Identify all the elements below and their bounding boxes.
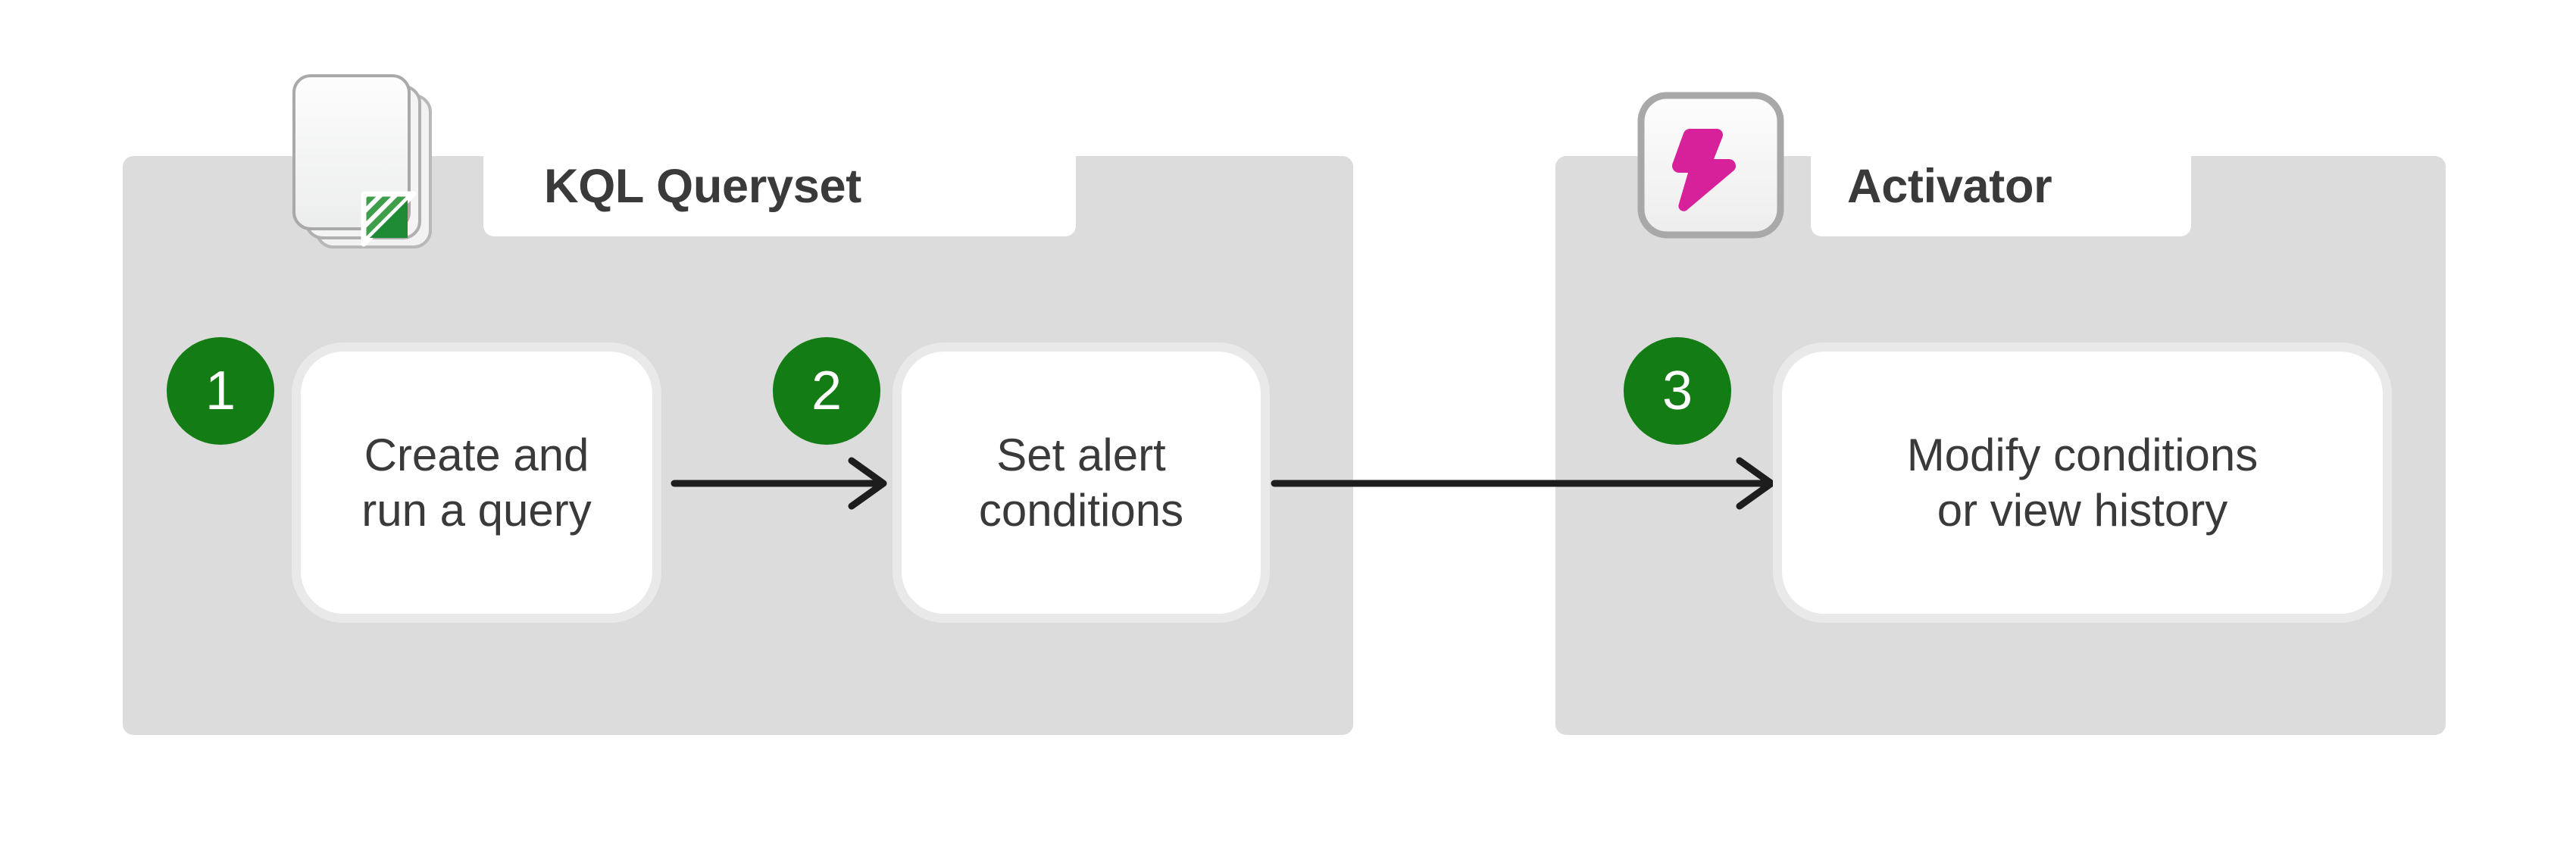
step-card-label-line-1: Create and xyxy=(364,429,589,480)
step-badge-number: 1 xyxy=(205,361,236,421)
group-title-label: KQL Queryset xyxy=(544,160,861,213)
connector-step1-to-step2 xyxy=(671,453,900,514)
connector-step2-to-step3 xyxy=(1271,453,1788,514)
group-title-kql-queryset: KQL Queryset xyxy=(483,136,1076,236)
kql-queryset-icon-glyph xyxy=(292,74,432,249)
step-card-set-alert-conditions[interactable]: Set alert conditions xyxy=(893,342,1270,623)
step-badge-3: 3 xyxy=(1624,337,1731,445)
step-card-create-and-run-a-query[interactable]: Create and run a query xyxy=(292,342,661,623)
step-card-label-line-2: conditions xyxy=(978,485,1184,536)
step-badge-2: 2 xyxy=(773,337,880,445)
step-card-label-line-1: Set alert xyxy=(996,429,1166,480)
step-card-label-line-2: or view history xyxy=(1937,485,2228,536)
step-badge-number: 3 xyxy=(1662,361,1693,421)
step-badge-number: 2 xyxy=(811,361,843,421)
step-card-label-line-2: run a query xyxy=(361,485,592,536)
kql-queryset-icon xyxy=(286,64,468,283)
arrow-right-icon xyxy=(671,457,887,510)
activator-icon xyxy=(1635,89,1787,241)
group-title-activator: Activator xyxy=(1811,136,2191,236)
arrow-right-icon xyxy=(1271,457,1775,510)
activator-icon-glyph xyxy=(1637,92,1784,239)
step-card-modify-conditions-or-view-history[interactable]: Modify conditions or view history xyxy=(1773,342,2392,623)
step-card-label-line-1: Modify conditions xyxy=(1906,429,2259,480)
step-badge-1: 1 xyxy=(167,337,274,445)
group-title-label: Activator xyxy=(1847,160,2052,213)
